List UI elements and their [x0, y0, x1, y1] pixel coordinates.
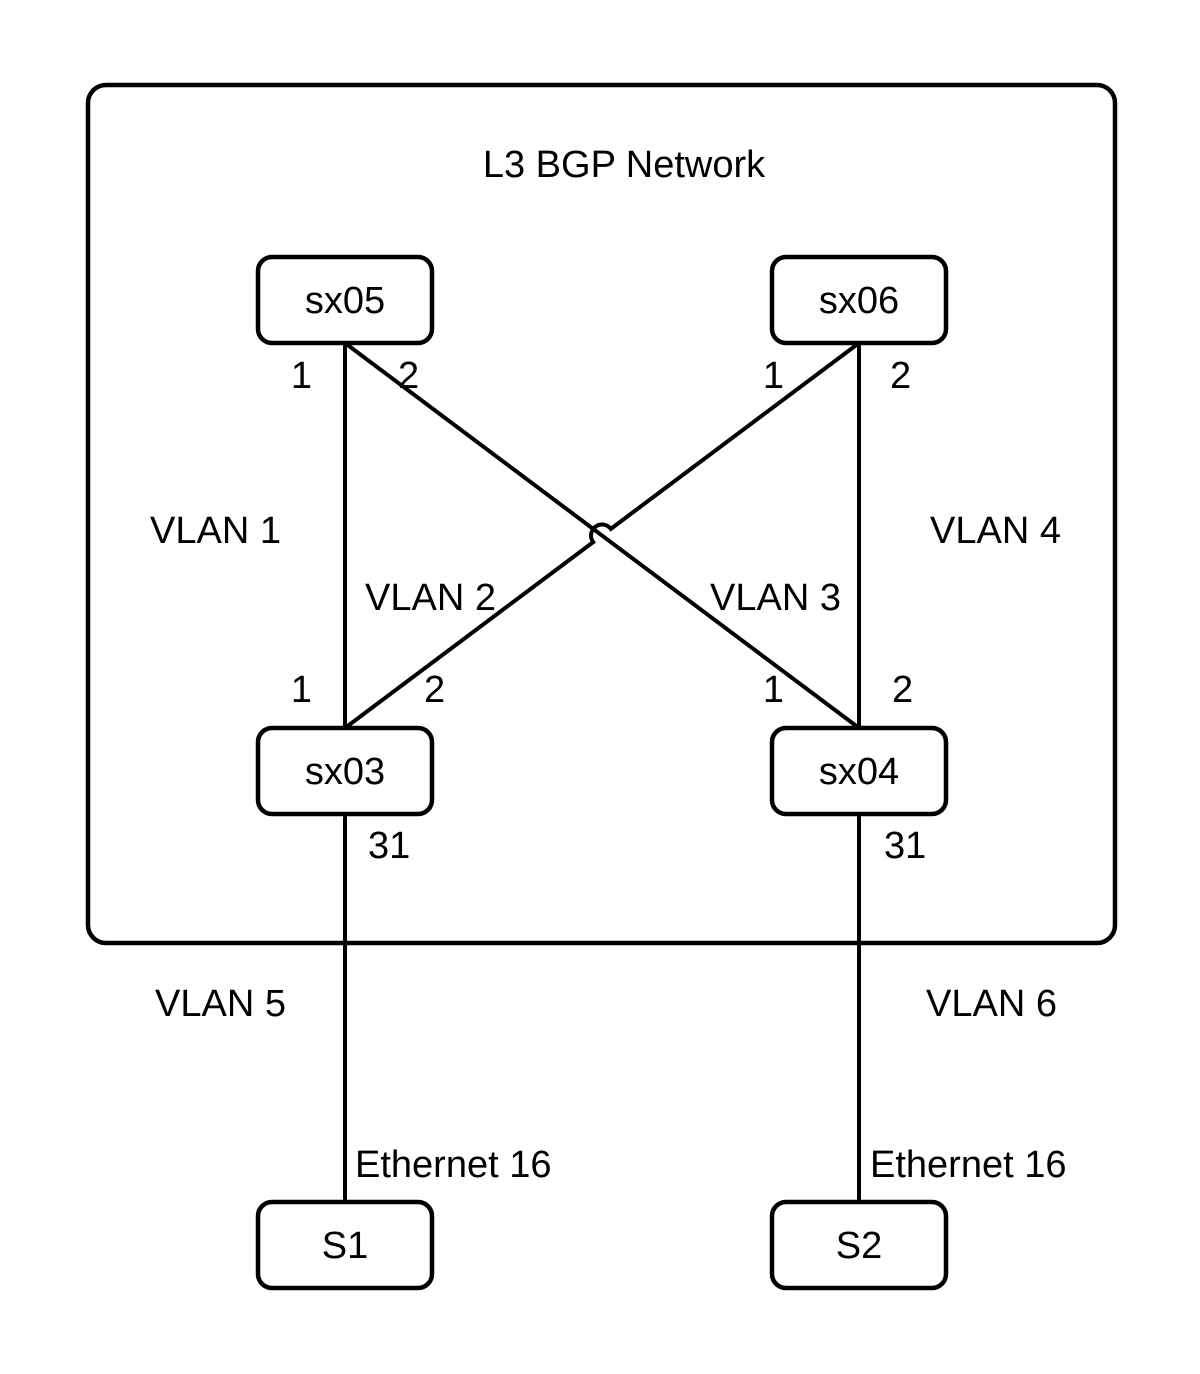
- label-ethernet16-right: Ethernet 16: [870, 1144, 1066, 1186]
- node-s2-label: S2: [836, 1225, 882, 1267]
- node-sx05: [255, 254, 435, 346]
- label-vlan2: VLAN 2: [365, 577, 496, 619]
- node-s2: [769, 1199, 949, 1291]
- node-sx06: [769, 254, 949, 346]
- label-vlan3: VLAN 3: [710, 577, 841, 619]
- node-sx06-label: sx06: [819, 280, 899, 322]
- node-sx04: [769, 725, 949, 817]
- port-sx06-1: 1: [763, 355, 784, 397]
- node-s1-label: S1: [322, 1225, 368, 1267]
- port-sx03-2: 2: [424, 669, 445, 711]
- link-vlan2-sx06-sx03-with-jump: [343, 341, 861, 730]
- port-sx03-1: 1: [291, 669, 312, 711]
- port-sx06-2: 2: [890, 355, 911, 397]
- port-sx04-2: 2: [892, 669, 913, 711]
- label-vlan1: VLAN 1: [150, 510, 281, 552]
- port-sx04-1: 1: [763, 669, 784, 711]
- label-ethernet16-left: Ethernet 16: [355, 1144, 551, 1186]
- port-sx03-31: 31: [368, 825, 410, 867]
- label-vlan4: VLAN 4: [930, 510, 1061, 552]
- node-s1: [255, 1199, 435, 1291]
- port-sx05-2: 2: [398, 355, 419, 397]
- node-sx04-label: sx04: [819, 751, 899, 793]
- diagram-title: L3 BGP Network: [483, 144, 766, 186]
- link-vlan3-sx05-sx04: [343, 341, 861, 730]
- node-sx05-label: sx05: [305, 280, 385, 322]
- label-vlan6: VLAN 6: [926, 983, 1057, 1025]
- port-sx05-1: 1: [291, 355, 312, 397]
- node-sx03-label: sx03: [305, 751, 385, 793]
- node-sx03: [255, 725, 435, 817]
- port-sx04-31: 31: [884, 825, 926, 867]
- label-vlan5: VLAN 5: [155, 983, 286, 1025]
